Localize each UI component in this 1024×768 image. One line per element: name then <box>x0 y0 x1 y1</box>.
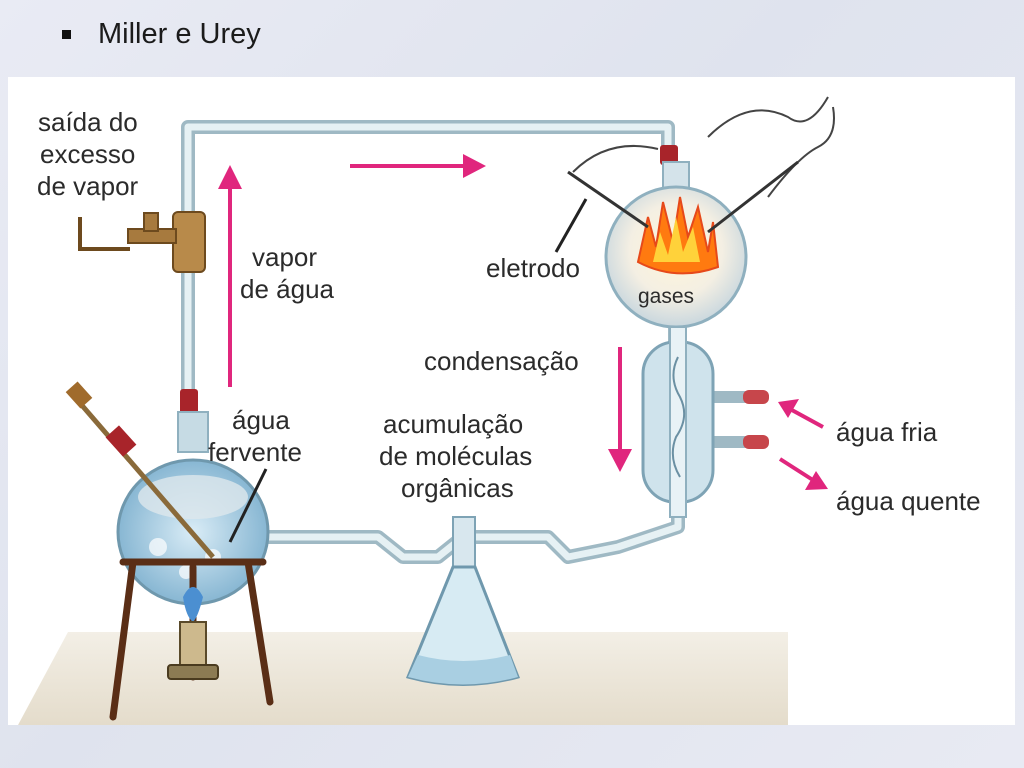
steam-valve <box>78 211 206 273</box>
label-boiling-line2: fervente <box>208 437 302 467</box>
burner <box>167 587 219 680</box>
boiling-flask <box>116 411 270 606</box>
label-hot-water: água quente <box>836 486 981 516</box>
label-condensation: condensação <box>424 346 579 376</box>
cold-water-hose <box>743 390 769 404</box>
bullet-icon <box>62 30 71 39</box>
collecting-flask <box>405 516 521 686</box>
electrode-pointer <box>554 198 588 253</box>
wire-right-2 <box>767 106 835 198</box>
top-stopper <box>660 145 678 165</box>
label-exit-line2: excesso <box>40 139 135 169</box>
wire-right <box>707 96 829 138</box>
label-exit-line1: saída do <box>38 107 138 137</box>
label-exit-line3: de vapor <box>37 171 139 201</box>
bullet-line: Miller e Urey <box>62 18 261 51</box>
boiling-pointer <box>228 468 268 543</box>
label-steam-line1: vapor <box>252 242 317 272</box>
miller-urey-diagram: saída do excesso de vapor vapor de água … <box>18 96 981 725</box>
label-cold-water: água fria <box>836 417 938 447</box>
label-steam-line2: de água <box>240 274 335 304</box>
condenser <box>641 326 715 518</box>
arrow-right-top <box>350 154 486 178</box>
electrode-rod-right <box>707 160 799 234</box>
wire-left <box>572 145 659 173</box>
label-accum-line2: de moléculas <box>379 441 532 471</box>
hot-water-hose <box>743 435 769 449</box>
flow-arrows <box>218 154 828 490</box>
left-stopper <box>180 389 198 415</box>
diagram-panel: saída do excesso de vapor vapor de água … <box>8 77 1015 725</box>
flask-electrode <box>65 381 215 559</box>
label-electrode: eletrodo <box>486 253 580 283</box>
table-surface <box>18 632 788 725</box>
arrow-up-steam <box>218 165 242 387</box>
arrow-out-hot <box>778 457 828 490</box>
arrow-down-condensation <box>608 347 632 472</box>
label-accum-line1: acumulação <box>383 409 523 439</box>
label-accum-line3: orgânicas <box>401 473 514 503</box>
label-boiling-line1: água <box>232 405 290 435</box>
arrow-in-cold <box>778 399 824 429</box>
label-gases: gases <box>638 285 694 308</box>
slide-title: Miller e Urey <box>98 18 261 50</box>
electrode-rod-left <box>567 170 649 229</box>
